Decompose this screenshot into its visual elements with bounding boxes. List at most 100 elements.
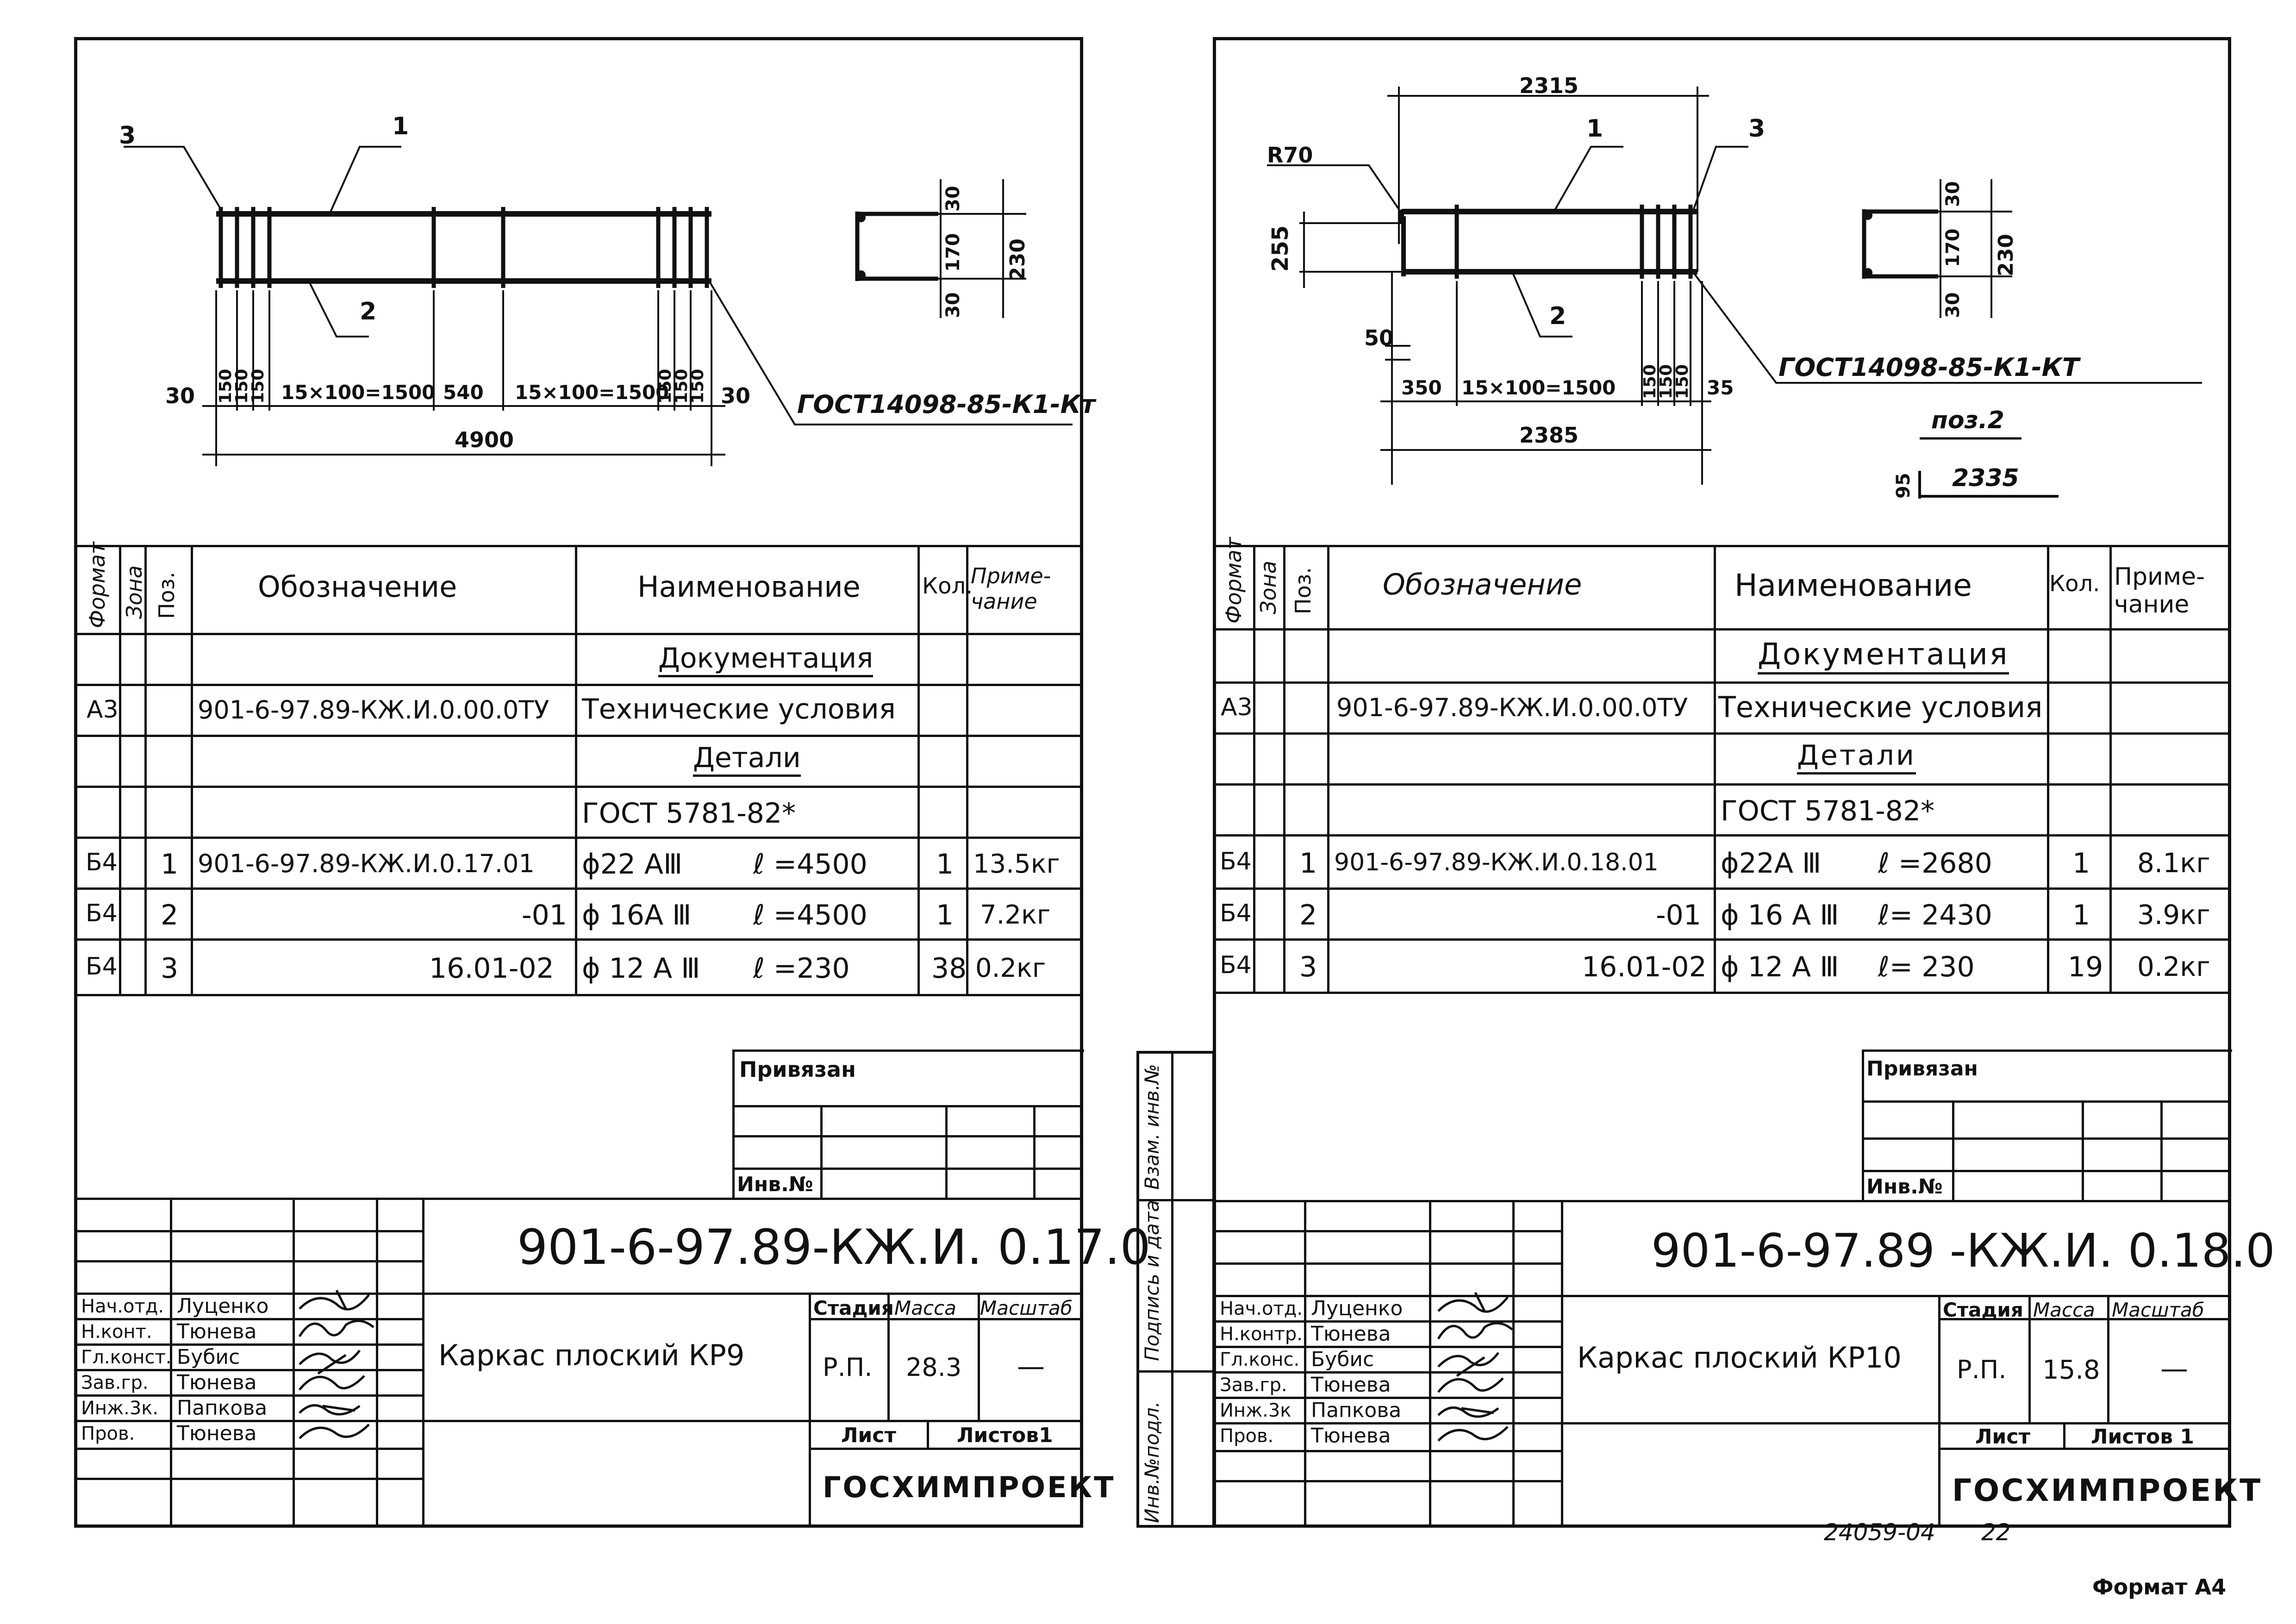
stage-label: Стадия [813,1297,894,1319]
title-name: Каркас плоский КР9 [438,1338,745,1372]
r-mass-label: Масса [2033,1299,2095,1321]
item-2-note: 7.2кг [980,900,1051,930]
r-item-3-pos: 3 [1299,951,1317,983]
hdr-qty: Кол. [922,573,973,599]
item-1-designation: 901-6-97.89-КЖ.И.0.17.01 [198,849,535,878]
sheet-left: 3 1 2 30 150 150 150 15×100=1500 540 15×… [74,37,1151,1528]
mass-label: Масса [894,1297,956,1319]
scale-value: — [1017,1350,1045,1383]
r-item-3-qty: 19 [2068,951,2103,983]
r-item-1-qty: 1 [2072,847,2090,880]
footer-stamp: 24059-04 [1824,1519,1935,1546]
r-pos-label: поз.2 [1931,406,2004,434]
item-3-dia: ϕ 12 А Ⅲ [582,952,700,985]
item-1-format: Б4 [86,849,118,876]
r-item-3-length: ℓ= 230 [1878,951,1975,983]
item-3-length: ℓ =230 [753,952,850,985]
person-2: Тюнева [177,1320,257,1343]
dim-30-right: 30 [721,383,751,408]
item-1-qty: 1 [936,848,954,881]
callout-1: 1 [392,112,409,140]
signatures-left [298,1289,374,1439]
r-item-2-note: 3.9кг [2137,899,2210,931]
r-sheets-label: Листов 1 [2091,1425,2194,1449]
hdr-name: Наименование [637,570,861,604]
signatures-right [1437,1292,1513,1442]
r-role-4: Зав.гр. [1220,1374,1287,1396]
row-doc-format: А3 [87,696,119,724]
r-stage-value: Р.П. [1957,1355,2007,1384]
r-item-1-format: Б4 [1220,848,1252,875]
sheet-right: 1 3 2 R70 2315 255 50 350 15×100=1500 15… [1213,37,2275,1528]
item-3-designation: 16.01-02 [429,952,554,985]
r-person-5: Папкова [1311,1399,1402,1422]
sheet-label: Лист [841,1424,896,1447]
r-hook: 50 [1364,325,1394,350]
callout-2: 2 [360,298,377,325]
r-item-1-pos: 1 [1299,847,1317,880]
r-item-2-length: ℓ= 2430 [1878,899,1992,931]
r-hdr-note: Приме- чание [2114,563,2205,618]
stage-value: Р.П. [823,1353,873,1382]
mass-value: 28.3 [906,1353,962,1382]
person-6: Тюнева [177,1422,257,1445]
gost-row-name: ГОСТ 5781-82* [582,797,796,830]
role-1: Нач.отд. [81,1296,164,1317]
privyazan-box [732,1049,1084,1200]
r-gost-row-name: ГОСТ 5781-82* [1721,795,1935,827]
gost-weld-note: ГОСТ14098-85-К1-Кт [797,390,1096,419]
dim-total-4900: 4900 [455,427,514,452]
r-mass-value: 15.8 [2042,1355,2100,1385]
r-item-3-designation: 16.01-02 [1582,951,1707,983]
org-name: ГОСХИМПРОЕКТ [823,1470,1116,1504]
r-row-doc-designation: 901-6-97.89-КЖ.И.0.00.0ТУ [1336,693,1688,722]
scale-label: Масштаб [980,1297,1073,1319]
r-dim-35: 35 [1707,376,1734,399]
item-3-note: 0.2кг [975,953,1046,983]
r-section-parts: Детали [1797,742,1916,775]
r-pos-len: 2335 [1952,464,2019,492]
item-3-pos: 3 [161,952,179,985]
r-callout-3: 3 [1748,115,1766,143]
item-3-qty: 38 [931,952,967,985]
role-3: Гл.конст. [81,1347,172,1368]
role-4: Зав.гр. [81,1372,149,1393]
title-code: 901-6-97.89-КЖ.И. 0.17.0 [517,1219,1151,1275]
r-person-4: Тюнева [1311,1373,1391,1397]
footer-page: 22 [1981,1519,2011,1546]
role-2: Н.конт. [81,1321,152,1343]
side-label-signature: Подпись и дата [1141,1200,1163,1361]
r-role-5: Инж.3к [1220,1400,1292,1421]
hdr-note: Приме- чание [971,563,1051,614]
r-hdr-qty: Кол. [2049,571,2100,597]
r-privyazan-box [1862,1049,2232,1202]
r-stage-label: Стадия [1943,1299,2023,1321]
r-section-documentation: Документация [1758,640,2009,675]
table-top-border [77,545,1082,547]
title-block-top [77,1198,1082,1200]
person-1: Луценко [177,1294,269,1318]
r-item-3-dia: ϕ 12 А Ⅲ [1721,951,1839,983]
dim-1500-a: 15×100=1500 [281,381,436,404]
r-role-3: Гл.конс. [1220,1349,1300,1370]
dim-1500-b: 15×100=1500 [515,381,669,404]
r-scale-value: — [2160,1353,2188,1385]
item-3-format: Б4 [86,953,118,981]
r-gost: ГОСТ14098-85-К1-КТ [1778,353,2079,382]
r-item-2-designation: -01 [1656,899,1701,931]
r-item-2-format: Б4 [1220,899,1252,927]
r-total: 2385 [1519,423,1579,448]
r-person-2: Тюнева [1311,1322,1391,1346]
r-title-code: 901-6-97.89 -КЖ.И. 0.18.0 [1651,1224,2275,1278]
hdr-designation: Обозначение [258,570,457,604]
item-1-dia: ϕ22 АⅢ [582,848,683,881]
r-person-3: Бубис [1311,1348,1374,1371]
person-3: Бубис [177,1345,240,1369]
section-parts: Детали [693,744,801,777]
r-hdr-designation: Обозначение [1383,568,1582,601]
item-2-dia: ϕ 16А Ⅲ [582,899,692,931]
r-role-2: Н.контр. [1220,1324,1303,1345]
r-hdr-name: Наименование [1734,568,1972,603]
r-radius: R70 [1267,143,1313,168]
r-item-2-dia: ϕ 16 А Ⅲ [1721,899,1839,931]
